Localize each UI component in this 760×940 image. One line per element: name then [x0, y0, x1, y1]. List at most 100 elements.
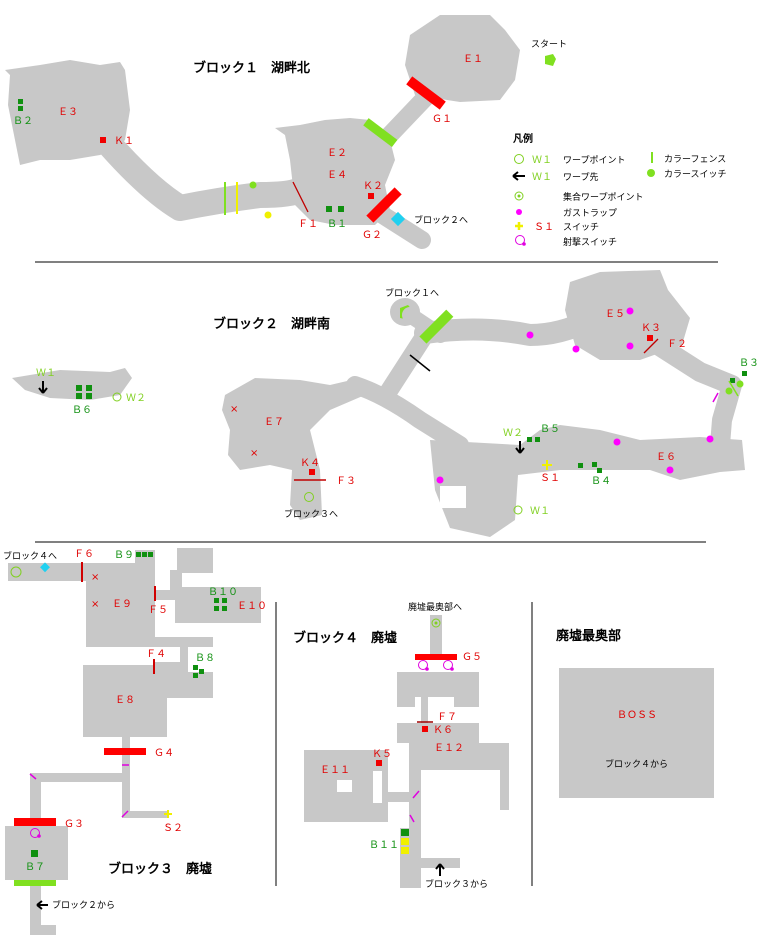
box-icon [742, 371, 747, 376]
key-k5-icon [376, 760, 382, 766]
gather-warp-icon[interactable] [431, 618, 441, 628]
gas-trap-icon [613, 438, 621, 446]
fence-f1-label: Ｆ１ [298, 219, 318, 230]
box-b9-label: Ｂ９ [114, 550, 134, 561]
gate-g2 [366, 187, 402, 223]
box-b7-label: Ｂ７ [25, 862, 45, 873]
boss-room [559, 668, 714, 798]
color-gate-green [14, 880, 56, 886]
shoot-switch-icon[interactable] [30, 828, 40, 838]
switch-s1-label: Ｓ１ [540, 473, 560, 484]
gas-trap-icon [626, 342, 634, 350]
legend: 凡例 Ｗ１ ワープポイント Ｗ１ ワープ先 集合ワープポイント ガストラップ Ｓ… [512, 132, 727, 248]
enemy-e11: Ｅ１１ [320, 765, 350, 776]
gas-trap-icon [572, 345, 580, 353]
corridor [376, 89, 434, 149]
color-switch-yellow-icon[interactable] [264, 211, 272, 219]
to-block-1-note: ブロック１へ [385, 287, 439, 299]
box-icon [193, 665, 198, 670]
warp-w2-label: Ｗ２ [126, 393, 146, 404]
shoot-switch-icon[interactable] [418, 660, 428, 670]
box-icon [86, 385, 92, 391]
fence-f2-label: Ｆ２ [667, 339, 687, 350]
warp-point-icon[interactable] [10, 566, 22, 578]
color-switch-icon[interactable] [725, 387, 733, 395]
to-final-note: 廃墟最奥部へ [408, 601, 462, 613]
key-k5-label: Ｋ５ [372, 749, 392, 760]
key-k1-icon [100, 137, 106, 143]
start-marker-icon [545, 54, 556, 66]
color-switch-icon[interactable] [736, 380, 744, 388]
shoot-switch-icon [515, 235, 525, 245]
arrow-up-icon [435, 863, 445, 876]
enemy-e9: Ｅ９ [112, 599, 132, 610]
enemy-e5: Ｅ５ [605, 309, 625, 320]
legend-gather-warp: 集合ワープポイント [563, 191, 643, 203]
box-icon [535, 437, 540, 442]
gate-g2-label: Ｇ２ [362, 230, 382, 241]
passage [421, 697, 428, 707]
legend-color-switch: カラースイッチ [664, 169, 727, 180]
shoot-marker [121, 810, 129, 818]
shoot-switch-icon[interactable] [443, 660, 453, 670]
x-marker-icon: × [230, 404, 238, 415]
enemy-e12: Ｅ１２ [434, 743, 464, 754]
shoot-switch-dot [37, 834, 41, 838]
shoot-switch-icon-dot [522, 242, 526, 246]
to-block-2-note: ブロック２へ [414, 214, 468, 226]
gas-trap-icon [516, 209, 522, 215]
switch-s1-icon[interactable] [542, 460, 552, 470]
box-icon [730, 378, 735, 383]
key-k4-icon [309, 469, 315, 475]
box-yellow-icon [401, 838, 409, 845]
box-icon [222, 606, 227, 611]
legend-shoot-switch: 射撃スイッチ [563, 236, 617, 248]
switch-s2-icon[interactable] [164, 810, 172, 818]
box-icon [76, 385, 82, 391]
warp-diamond-icon [390, 211, 406, 227]
gas-trap-icon [436, 476, 444, 484]
final-area-title: 廃墟最奥部 [555, 628, 621, 644]
gate-g5-label: Ｇ５ [462, 652, 482, 663]
block-1: ブロック１ 湖畔北 Ｅ１ Ｅ３ Ｅ２ Ｅ４ Ｋ１ Ｂ２ Ｆ１ Ｂ１ Ｋ２ Ｇ２ … [5, 15, 567, 249]
x-marker-icon: × [91, 599, 99, 610]
gas-trap-icon [666, 466, 674, 474]
gate-g1-label: Ｇ１ [432, 114, 452, 125]
corridor [414, 309, 601, 346]
gather-warp-icon [514, 191, 524, 201]
enemy-e10: Ｅ１０ [237, 601, 267, 612]
gate-g1 [406, 76, 446, 110]
fence-f5-label: Ｆ５ [148, 605, 168, 616]
legend-title: 凡例 [513, 132, 533, 145]
warp-point-icon[interactable] [513, 505, 523, 515]
key-k1-label: Ｋ１ [114, 136, 134, 147]
warp-point-icon [514, 154, 524, 164]
enemy-e4: Ｅ４ [327, 170, 347, 181]
room-e2 [275, 118, 395, 225]
shoot-marker [712, 392, 719, 403]
warp-w1-label: Ｗ１ [530, 506, 550, 517]
box-icon [578, 463, 583, 468]
x-marker-icon: × [91, 572, 99, 583]
corridor [640, 330, 742, 455]
room-e6 [430, 425, 745, 537]
warp-point-icon[interactable] [112, 392, 122, 402]
island [12, 368, 132, 400]
room-e7 [222, 378, 365, 520]
box-icon [592, 462, 597, 467]
color-switch-green-icon[interactable] [249, 181, 257, 189]
arrow-left-icon [512, 171, 525, 181]
box-icon [193, 673, 198, 678]
warp-point-icon[interactable] [304, 492, 314, 502]
box-b1-label: Ｂ１ [327, 219, 347, 230]
enemy-e8: Ｅ８ [115, 695, 135, 706]
box-icon [214, 598, 219, 603]
gate-g5 [415, 654, 457, 660]
arrow-down-icon [515, 441, 525, 454]
block-2: ブロック２ 湖畔南 Ｗ１ Ｂ６ Ｗ２ ブロック１へ Ｅ５ Ｋ３ Ｆ２ Ｂ３ Ｅ６… [12, 270, 759, 537]
warp-w2-dest-label: Ｗ２ [503, 428, 523, 439]
hole [337, 780, 352, 792]
box-icon [597, 468, 602, 473]
start-note: スタート [531, 39, 567, 50]
